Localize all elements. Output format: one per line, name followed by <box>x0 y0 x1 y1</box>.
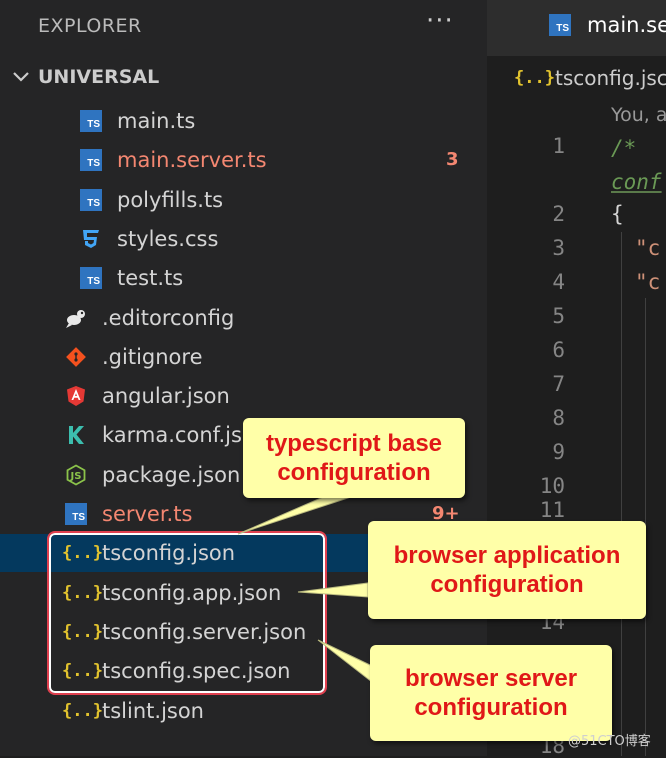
callout-app-line2: configuration <box>430 571 584 598</box>
problem-count-badge: 3 <box>446 149 459 171</box>
callout-base-line2: configuration <box>277 459 431 486</box>
file-item[interactable]: TS server.ts 9+ <box>0 495 487 533</box>
folder-section-header[interactable]: UNIVERSAL <box>0 58 487 98</box>
ts-icon: TS <box>80 267 102 290</box>
editorconfig-icon <box>65 307 87 329</box>
file-item[interactable]: {..}tsconfig.spec.json <box>0 652 487 690</box>
file-item[interactable]: angular.json <box>0 377 487 415</box>
file-item[interactable]: TS polyfills.ts <box>0 181 487 219</box>
callout-base: typescript base configuration <box>243 418 465 498</box>
ts-icon: TS <box>549 14 571 36</box>
line-number: 6 <box>552 338 565 362</box>
ts-icon: TS <box>80 149 102 172</box>
code-comment: /* <box>611 136 637 160</box>
file-name: styles.css <box>117 226 219 251</box>
file-name: tsconfig.app.json <box>102 580 282 605</box>
callout-server-line2: configuration <box>414 694 568 721</box>
json-icon: {..} <box>62 700 103 721</box>
json-icon: {..} <box>62 582 103 603</box>
code-comment-cont: conf <box>611 170 662 194</box>
file-name: main.server.ts <box>117 148 267 173</box>
json-icon: {..} <box>62 661 103 682</box>
codelens-blame[interactable]: You, a <box>611 104 666 126</box>
file-name: tsconfig.json <box>102 541 236 566</box>
ts-icon: TS <box>80 188 102 211</box>
file-item[interactable]: {..}tslint.json <box>0 692 487 730</box>
callout-base-line1: typescript base <box>265 430 443 457</box>
line-number: 9 <box>552 440 565 464</box>
angular-icon <box>65 385 87 407</box>
nodejs-icon: JS <box>65 464 87 486</box>
more-actions-button[interactable]: ··· <box>426 6 454 36</box>
tab-main-server-ts[interactable]: TS main.se <box>487 0 666 56</box>
file-name: tslint.json <box>102 698 204 723</box>
code-brace: { <box>611 202 624 226</box>
line-number: 7 <box>552 372 565 396</box>
file-item[interactable]: .gitignore <box>0 338 487 376</box>
line-number: 11 <box>539 498 565 522</box>
callout-server-line1: browser server <box>404 665 578 692</box>
line-number: 1 <box>552 134 565 158</box>
ts-icon: TS <box>80 110 102 132</box>
file-name: main.ts <box>117 109 196 133</box>
chevron-down-icon <box>13 72 29 82</box>
code-area[interactable]: You, a /* conf { "c "c <box>605 98 666 756</box>
file-item[interactable]: {..}tsconfig.app.json <box>0 574 487 612</box>
breadcrumb[interactable]: {..} tsconfig.jsc <box>487 56 666 98</box>
file-item[interactable]: JS package.json <box>0 456 487 494</box>
file-name: polyfills.ts <box>117 187 224 212</box>
file-item[interactable]: TS test.ts <box>0 259 487 297</box>
file-name: tsconfig.server.json <box>102 619 307 644</box>
callout-app-line1: browser application <box>393 542 621 569</box>
code-key: "c <box>635 236 661 260</box>
file-item[interactable]: TS main.server.ts 3 <box>0 141 487 179</box>
json-icon: {..} <box>514 68 555 88</box>
file-item[interactable]: .editorconfig <box>0 299 487 337</box>
watermark: @51CTO博客 <box>568 734 651 749</box>
json-icon: {..} <box>62 621 103 642</box>
callout-app: browser application configuration <box>368 521 646 619</box>
code-key: "c <box>635 270 661 294</box>
svg-text:JS: JS <box>70 471 82 482</box>
callout-server: browser server configuration <box>370 645 612 741</box>
line-number: 5 <box>552 304 565 328</box>
tab-bar: TS main.se <box>487 0 666 56</box>
file-name: test.ts <box>117 266 184 291</box>
line-number: 3 <box>552 236 565 260</box>
file-item[interactable]: {..}tsconfig.server.json <box>0 613 487 651</box>
line-number: 8 <box>552 406 565 430</box>
line-number: 4 <box>552 270 565 294</box>
file-name: server.ts <box>102 502 193 526</box>
editor-area: TS main.se {..} tsconfig.jsc 1 2 3 4 5 6 7 8 9 10… <box>487 0 666 758</box>
file-name: package.json <box>102 462 241 487</box>
file-name: karma.conf.js <box>102 423 242 448</box>
line-number: 2 <box>552 202 565 226</box>
line-number: 10 <box>539 474 565 498</box>
explorer-title: EXPLORER <box>38 15 142 37</box>
git-icon <box>65 346 87 368</box>
indent-guide <box>621 232 622 756</box>
ts-icon: TS <box>65 503 87 525</box>
json-icon: {..} <box>62 543 103 564</box>
folder-name: UNIVERSAL <box>38 66 160 88</box>
explorer-header: EXPLORER ··· <box>0 0 487 54</box>
file-name: .gitignore <box>102 344 203 369</box>
file-item[interactable]: styles.css <box>0 220 487 258</box>
tab-label: main.se <box>587 13 666 37</box>
file-item[interactable]: TS main.ts <box>0 102 487 140</box>
problem-count-badge: 9+ <box>432 503 460 524</box>
css-icon <box>80 228 102 250</box>
file-name: angular.json <box>102 384 230 409</box>
tsconfig-highlight-box <box>47 531 327 695</box>
karma-icon <box>65 424 87 446</box>
breadcrumb-file[interactable]: tsconfig.jsc <box>555 66 666 90</box>
file-name: tsconfig.spec.json <box>102 659 291 684</box>
file-item[interactable]: karma.conf.js <box>0 416 487 454</box>
file-name: .editorconfig <box>102 305 235 330</box>
